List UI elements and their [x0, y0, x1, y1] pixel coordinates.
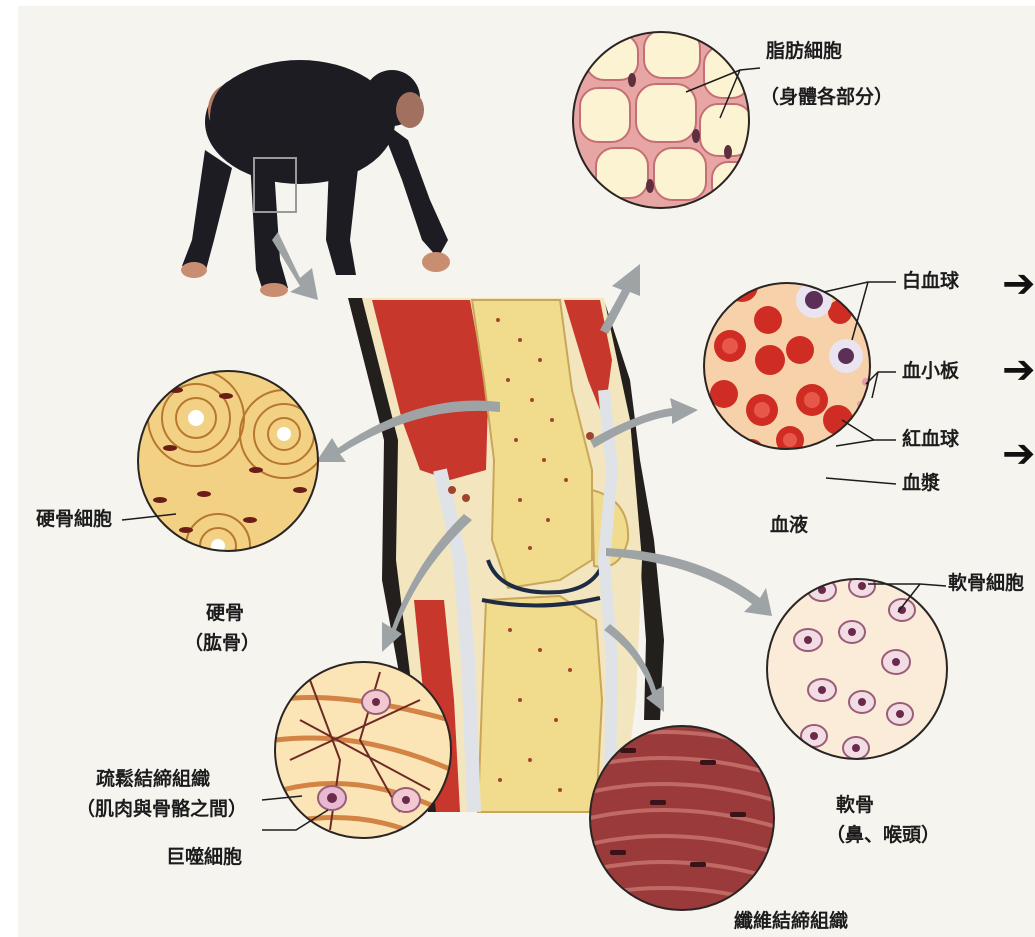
loose-connective-tissue-label: 疏鬆結締組織	[96, 770, 210, 789]
bone-cell-label: 硬骨細胞	[36, 510, 112, 529]
blood-label: 血液	[770, 516, 808, 535]
adipose-cell-label: 脂肪細胞	[766, 42, 842, 61]
chimpanzee-illustration	[181, 60, 450, 297]
right-arrow-icon: ➔	[1002, 434, 1035, 474]
fibrous-connective-tissue-label: 纖維結締組織	[734, 912, 848, 931]
compact-bone-circle	[138, 370, 328, 578]
cartilage-label: 軟骨	[836, 796, 874, 815]
right-arrow-icon: ➔	[1002, 264, 1035, 304]
blood-circle	[704, 270, 878, 461]
right-arrow-icon: ➔	[1002, 350, 1035, 390]
bone-example-label: （肱骨）	[184, 634, 260, 653]
platelet-label: 血小板	[902, 362, 959, 381]
cartilage-location-label: （鼻、喉頭）	[826, 826, 940, 845]
cartilage-cell-label: 軟骨細胞	[948, 574, 1024, 593]
loose-connective-tissue-location-label: （肌肉與骨骼之間）	[76, 800, 247, 819]
adipose-location-label: （身體各部分）	[760, 88, 893, 107]
bone-label: 硬骨	[206, 604, 244, 623]
cartilage-circle	[767, 575, 947, 759]
plasma-label: 血漿	[902, 474, 940, 493]
fibrous-connective-tissue-circle	[590, 726, 780, 910]
macrophage-label: 巨噬細胞	[166, 848, 242, 867]
white-blood-cell-label: 白血球	[902, 272, 959, 291]
red-blood-cell-label: 紅血球	[902, 430, 959, 449]
